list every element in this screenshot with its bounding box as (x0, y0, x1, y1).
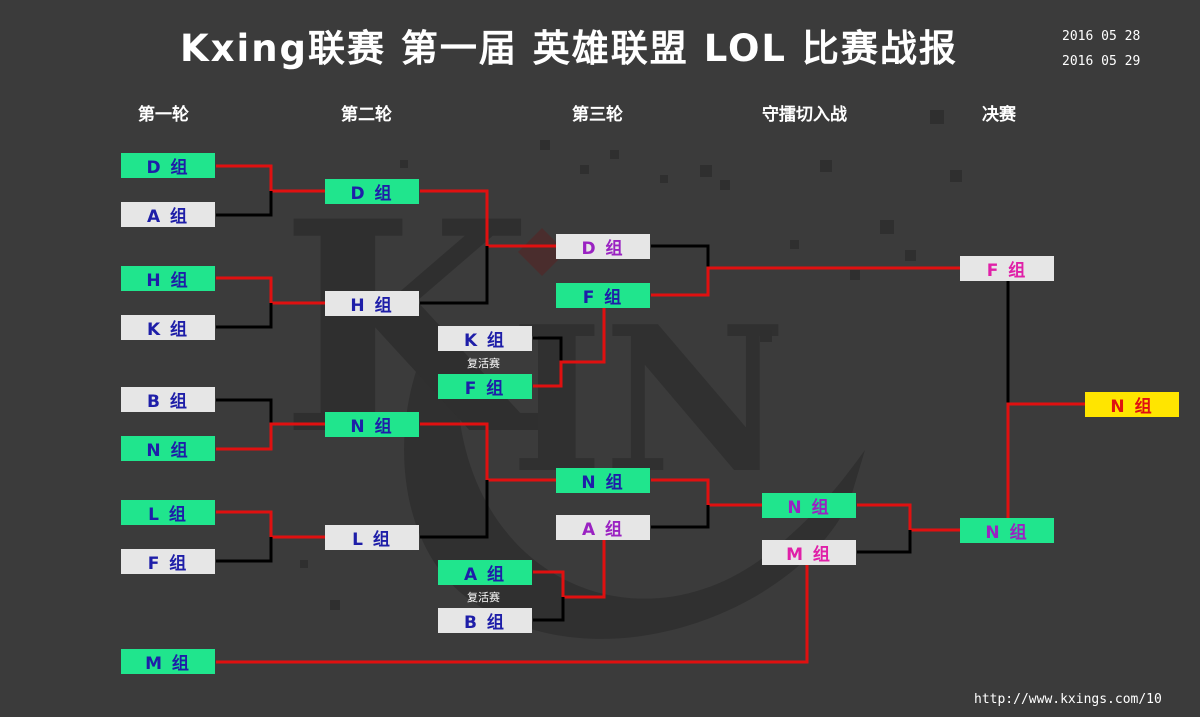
r3-team-d: D 组 (556, 234, 650, 259)
final-team-n: N 组 (960, 518, 1054, 543)
connector-r2-d (420, 189, 556, 248)
date-end: 2016 05 29 (1062, 54, 1141, 69)
revival-label-1: 复活赛 (467, 357, 500, 370)
semifinal-team-m: M 组 (762, 540, 856, 565)
connector-r1-k (216, 303, 273, 329)
revival-team-b: B 组 (438, 608, 532, 633)
r1-team-f: F 组 (121, 549, 215, 574)
connector-r2-l (420, 480, 489, 539)
r2-team-n: N 组 (325, 412, 419, 437)
connector-r3-n (651, 478, 762, 507)
final-team-f: F 组 (960, 256, 1054, 281)
r1-team-b: B 组 (121, 387, 215, 412)
connector-rev1-k (533, 336, 563, 362)
page-title: Kxing联赛 第一届 英雄联盟 LOL 比赛战报 (180, 27, 958, 70)
connector-rev1-f (533, 308, 606, 388)
connector-m-path (216, 565, 809, 664)
connector-r1-n (216, 422, 325, 451)
revival-label-2: 复活赛 (467, 591, 500, 604)
r1-team-h: H 组 (121, 266, 215, 291)
r1-team-d: D 组 (121, 153, 215, 178)
connector-r1-b (216, 398, 273, 424)
connector-sf-n (857, 503, 960, 532)
r3-team-a: A 组 (556, 515, 650, 540)
revival-team-a: A 组 (438, 560, 532, 585)
r3-team-f: F 组 (556, 283, 650, 308)
round-label-3: 第三轮 (572, 105, 623, 125)
revival-team-k: K 组 (438, 326, 532, 351)
connector-r3-a (651, 505, 710, 529)
r2-team-d: D 组 (325, 179, 419, 204)
champion-box: N 组 (1085, 392, 1179, 417)
connector-r1-f (216, 537, 273, 563)
r2-team-l: L 组 (325, 525, 419, 550)
round-label-final: 决赛 (982, 105, 1016, 125)
connector-r1-a (216, 191, 273, 217)
connector-r2-n (420, 422, 556, 482)
r1-team-a: A 组 (121, 202, 215, 227)
date-start: 2016 05 28 (1062, 29, 1141, 44)
round-label-2: 第二轮 (341, 105, 392, 125)
connector-sf-m (857, 530, 912, 554)
connector-r2-h (420, 246, 489, 305)
connector-r3-f (651, 266, 960, 297)
connector-r3-d (651, 244, 710, 268)
connector-r1-l (216, 510, 325, 539)
r1-team-k: K 组 (121, 315, 215, 340)
semifinal-team-n: N 组 (762, 493, 856, 518)
r2-team-h: H 组 (325, 291, 419, 316)
connector-r1-d (216, 164, 325, 193)
r1-team-n: N 组 (121, 436, 215, 461)
round-label-semifinal: 守擂切入战 (762, 105, 847, 125)
footer-url[interactable]: http://www.kxings.com/10 (974, 692, 1162, 707)
connector-r1-h (216, 276, 325, 305)
r1-team-l: L 组 (121, 500, 215, 525)
round-label-1: 第一轮 (138, 105, 189, 125)
r3-team-n: N 组 (556, 468, 650, 493)
connector-rev2-b (533, 597, 565, 622)
connector-f-n (1006, 402, 1085, 518)
r1-team-m: M 组 (121, 649, 215, 674)
revival-team-f: F 组 (438, 374, 532, 399)
